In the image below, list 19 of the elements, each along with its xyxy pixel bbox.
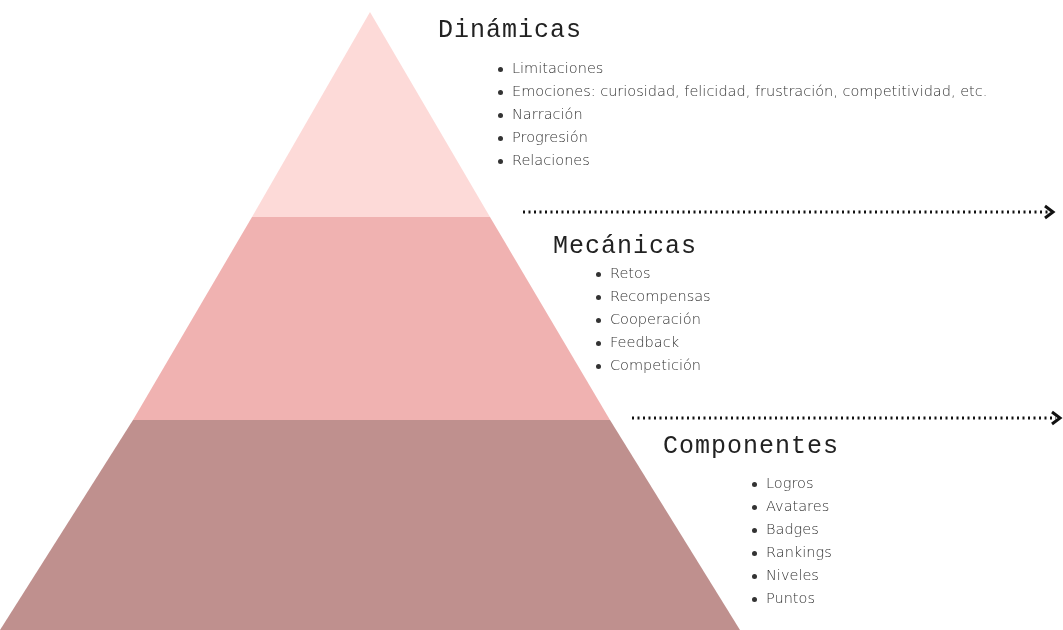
level-heading: Mecánicas: [553, 232, 698, 261]
level-heading: Componentes: [663, 432, 840, 461]
list-item: Cooperación: [610, 311, 701, 327]
list-item: Badges: [766, 521, 819, 537]
list-item: Recompensas: [610, 288, 711, 304]
list-item: Relaciones: [512, 152, 590, 168]
list-item: Puntos: [766, 590, 815, 606]
list-item: Logros: [766, 475, 814, 491]
list-item: Avatares: [766, 498, 830, 514]
list-item: Rankings: [766, 544, 832, 560]
list-item: Progresión: [512, 129, 588, 145]
list-item: Competición: [610, 357, 702, 373]
level-heading: Dinámicas: [438, 16, 583, 45]
list-item: Limitaciones: [512, 60, 604, 76]
list-item: Niveles: [766, 567, 819, 583]
list-item: Narración: [512, 106, 583, 122]
list-item: Feedback: [610, 334, 680, 350]
list-item: Retos: [610, 265, 651, 281]
list-item: Emociones: curiosidad, felicidad, frustración, competitividad, etc.: [512, 83, 988, 99]
